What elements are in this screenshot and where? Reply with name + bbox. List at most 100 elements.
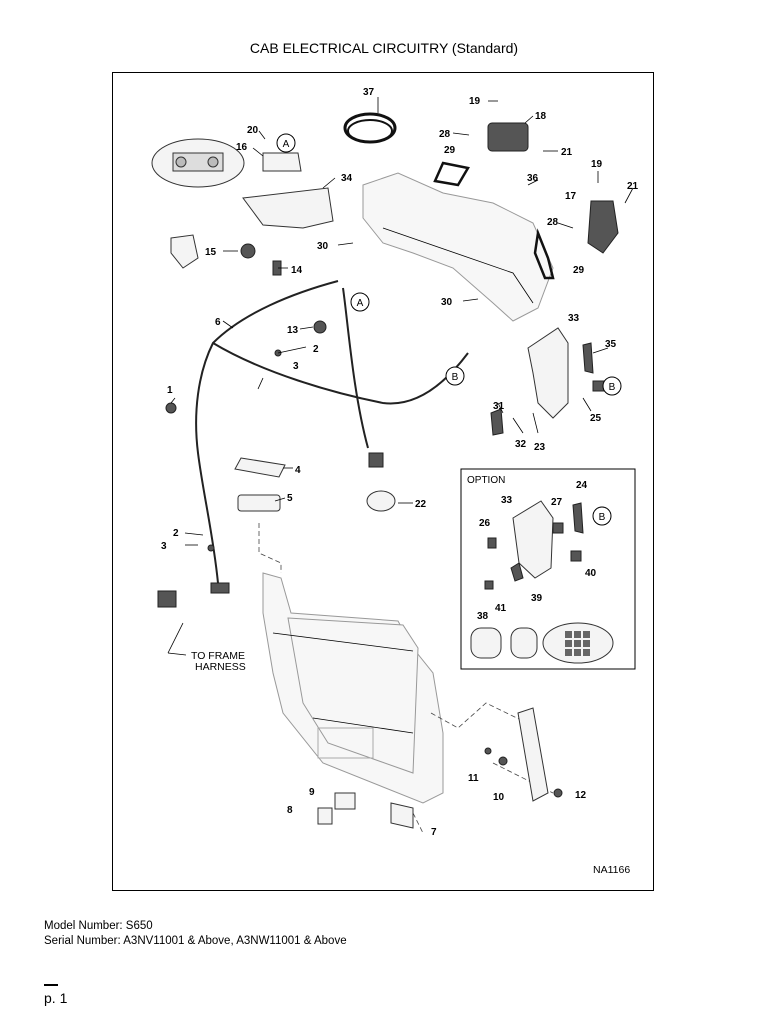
svg-text:B: B — [452, 372, 459, 383]
screw — [553, 788, 563, 798]
horn — [366, 490, 396, 512]
callout-38: 38 — [477, 611, 489, 622]
callout-12: 12 — [575, 790, 587, 801]
callout-30: 30 — [317, 241, 329, 252]
frame-connector — [210, 582, 230, 594]
callout-41: 41 — [495, 603, 507, 614]
callout-35: 35 — [605, 339, 617, 350]
callout-33: 33 — [568, 313, 580, 324]
dash-leader — [412, 812, 424, 834]
callout-5: 5 — [287, 493, 293, 504]
callout-10: 10 — [493, 792, 505, 803]
horn-connector — [368, 452, 384, 468]
cab-frame — [262, 572, 444, 804]
callout-19: 19 — [591, 159, 603, 170]
callout-26: 26 — [479, 518, 491, 529]
callout-8: 8 — [287, 805, 293, 816]
plate — [390, 802, 414, 829]
page-rule — [44, 984, 58, 986]
callout-6: 6 — [215, 317, 221, 328]
callout-36: 36 — [527, 173, 539, 184]
relay-box — [487, 122, 529, 152]
svg-text:A: A — [357, 298, 364, 309]
callout-1: 1 — [167, 385, 173, 396]
gasket — [237, 494, 281, 512]
ignition-seal — [170, 234, 199, 269]
callout-28: 28 — [439, 129, 451, 140]
callout-21: 21 — [627, 181, 639, 192]
page-title: CAB ELECTRICAL CIRCUITRY (Standard) — [249, 40, 519, 56]
callout-14: 14 — [291, 265, 303, 276]
callout-numbers: 37 19 18 28 29 21 20 16 34 36 19 21 17 2… — [161, 87, 639, 838]
model-number: Model Number: S650 — [44, 920, 153, 932]
screw — [207, 544, 215, 552]
option-inset-content — [470, 500, 614, 664]
callout-4: 4 — [295, 465, 301, 476]
main-harness — [195, 280, 339, 584]
figure-id: NA1166 — [593, 864, 630, 876]
loop-harness — [433, 161, 470, 187]
page-number: p. 1 — [44, 990, 68, 1006]
bolt — [165, 402, 177, 414]
model-info: Model Number: S650 Serial Number: A3NV11… — [44, 919, 347, 949]
svg-text:A: A — [283, 139, 290, 150]
callout-29: 29 — [573, 265, 585, 276]
callout-2: 2 — [313, 344, 319, 355]
callout-15: 15 — [205, 247, 217, 258]
callout-31: 31 — [493, 401, 505, 412]
callout-11: 11 — [468, 773, 479, 784]
callout-25: 25 — [590, 413, 602, 424]
washer — [498, 756, 508, 766]
diagram-frame: A A B B B 37 19 18 28 29 21 20 16 34 36 … — [112, 72, 654, 891]
callout-24: 24 — [576, 480, 588, 491]
callout-7: 7 — [431, 827, 437, 838]
ref-circle-b: B — [592, 506, 612, 526]
callout-40: 40 — [585, 568, 597, 579]
callout-37: 37 — [363, 87, 375, 98]
callout-20: 20 — [247, 125, 259, 136]
svg-text:B: B — [609, 382, 616, 393]
mounting-plate — [234, 457, 286, 478]
option-label: OPTION — [467, 475, 505, 486]
callout-22: 22 — [415, 499, 427, 510]
callout-39: 39 — [531, 593, 543, 604]
side-panel — [517, 707, 549, 802]
callout-3: 3 — [293, 361, 299, 372]
callout-18: 18 — [535, 111, 547, 122]
grommet — [313, 320, 327, 334]
callout-28: 28 — [547, 217, 559, 228]
callout-9: 9 — [309, 787, 315, 798]
nut — [484, 747, 492, 755]
callout-21: 21 — [561, 147, 573, 158]
callout-30: 30 — [441, 297, 453, 308]
joystick-handle — [527, 327, 569, 419]
leader-lines — [167, 97, 634, 656]
callout-27: 27 — [551, 497, 563, 508]
frame-harness-label: TO FRAME — [191, 650, 245, 662]
plate — [317, 807, 333, 825]
dash-leader — [430, 702, 524, 729]
svg-text:B: B — [599, 512, 606, 523]
ref-circle-b: B — [602, 376, 622, 396]
callout-33: 33 — [501, 495, 513, 506]
plate — [334, 792, 356, 810]
loop-harness — [533, 228, 555, 280]
ref-circle-a: A — [276, 133, 296, 153]
bracket — [490, 408, 504, 436]
callout-2: 2 — [173, 528, 179, 539]
callout-17: 17 — [565, 191, 577, 202]
callout-29: 29 — [444, 145, 456, 156]
key-switch — [240, 243, 256, 259]
instrument-panel — [151, 138, 245, 188]
dash-leader — [258, 523, 282, 573]
ref-circle-b: B — [445, 366, 465, 386]
connector-plug — [157, 590, 177, 608]
callout-13: 13 — [287, 325, 299, 336]
harness-branch — [212, 342, 469, 405]
callout-3: 3 — [161, 541, 167, 552]
callout-19: 19 — [469, 96, 481, 107]
exploded-parts-diagram: A A B B B 37 19 18 28 29 21 20 16 34 36 … — [151, 87, 639, 876]
callout-32: 32 — [515, 439, 527, 450]
ref-circle-a: A — [350, 292, 370, 312]
callout-23: 23 — [534, 442, 546, 453]
